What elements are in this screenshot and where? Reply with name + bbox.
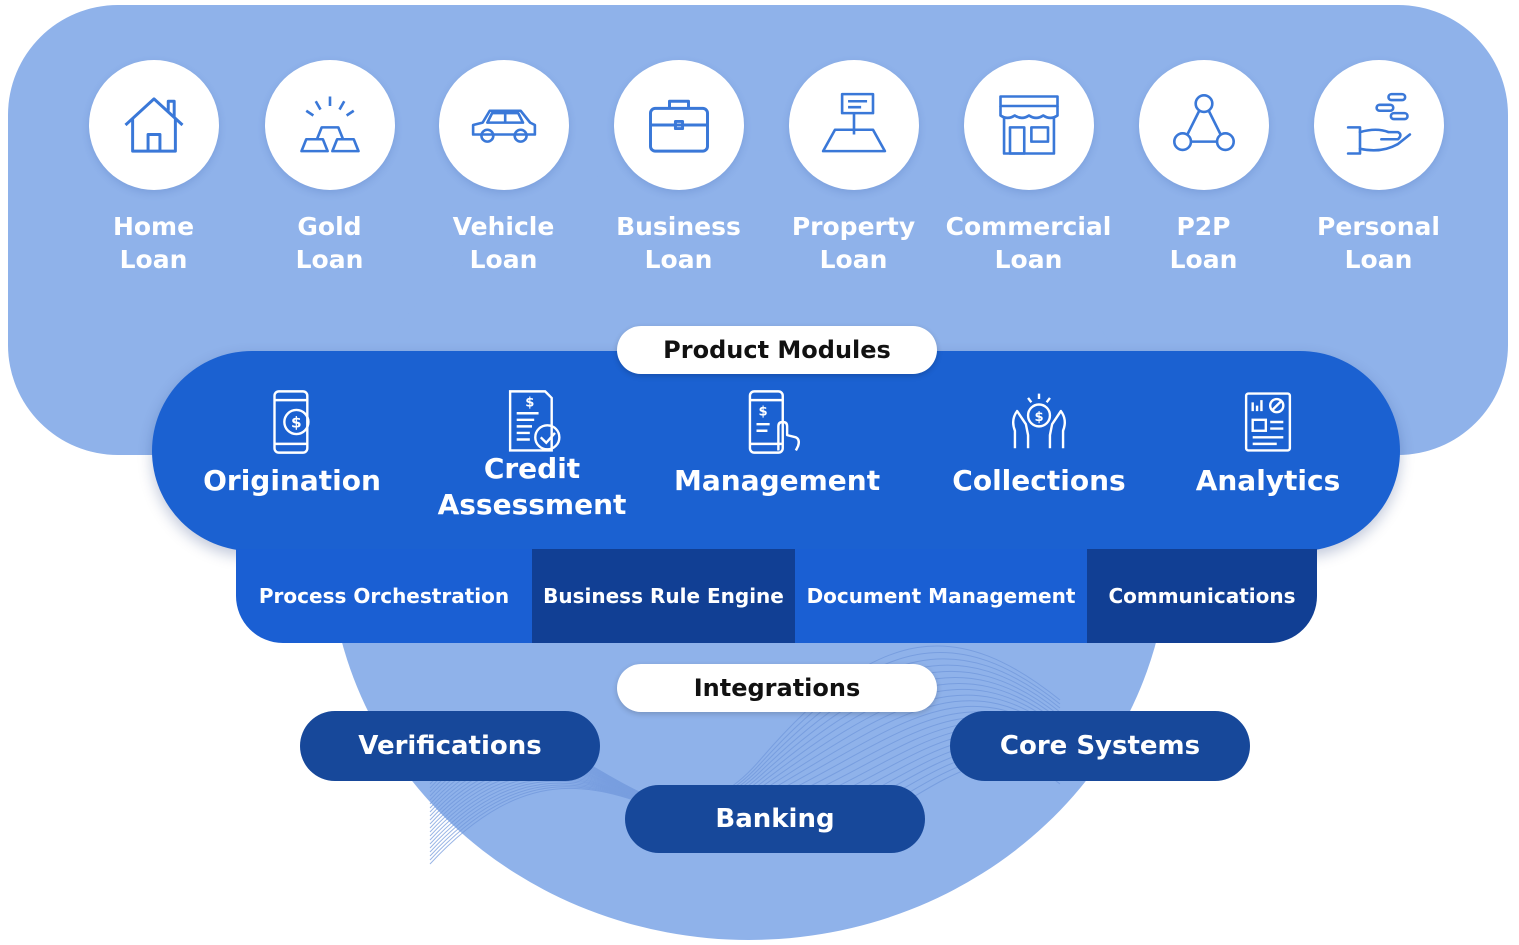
- loan-circle: [438, 60, 569, 190]
- integration-core-systems[interactable]: Core Systems: [950, 711, 1250, 781]
- loan-circle: [1313, 60, 1444, 190]
- module-label: Origination: [203, 464, 381, 497]
- loan-circle: [963, 60, 1094, 190]
- land-plot-icon: [821, 92, 886, 153]
- module-analytics[interactable]: Analytics: [1168, 387, 1368, 499]
- integrations-title: Integrations: [617, 664, 937, 712]
- loan-circle: [88, 60, 219, 190]
- loan-business[interactable]: Business Loan: [591, 60, 766, 276]
- hand-money-icon: [1346, 92, 1411, 155]
- svg-text:$: $: [291, 413, 302, 431]
- product-modules-title: Product Modules: [617, 326, 937, 374]
- network-people-icon: [1172, 94, 1235, 152]
- service-document-management[interactable]: Document Management: [795, 549, 1087, 643]
- loan-circle: [264, 60, 395, 190]
- hands-coin-icon: $: [1011, 393, 1067, 449]
- svg-text:$: $: [525, 396, 534, 411]
- module-label: Credit Assessment: [437, 452, 627, 521]
- module-label: Management: [674, 464, 881, 497]
- module-label: Collections: [952, 464, 1126, 497]
- loan-vehicle[interactable]: Vehicle Loan: [416, 60, 591, 276]
- loan-label: P2P Loan: [1169, 212, 1238, 274]
- product-modules-band: $ Origination $ Credit Assessment $ Mana…: [152, 351, 1400, 551]
- loan-commercial[interactable]: Commercial Loan: [941, 60, 1116, 276]
- svg-text:$: $: [759, 404, 768, 419]
- service-communications[interactable]: Communications: [1087, 549, 1317, 643]
- loan-label: Personal Loan: [1317, 212, 1440, 274]
- phone-touch-icon: $: [748, 390, 800, 454]
- loan-label: Vehicle Loan: [452, 212, 555, 274]
- house-icon: [123, 97, 184, 153]
- integration-verifications[interactable]: Verifications: [300, 711, 600, 781]
- document-check-icon: $: [508, 390, 561, 452]
- loan-label: Business Loan: [616, 212, 741, 274]
- module-origination[interactable]: $ Origination: [192, 387, 392, 499]
- service-process-orchestration[interactable]: Process Orchestration: [236, 549, 532, 643]
- loan-property[interactable]: Property Loan: [766, 60, 941, 276]
- loan-home[interactable]: Home Loan: [66, 60, 241, 276]
- loan-circle: [1138, 60, 1269, 190]
- storefront-icon: [998, 95, 1059, 155]
- loan-circle: [613, 60, 744, 190]
- loan-label: Property Loan: [791, 212, 916, 274]
- module-collections[interactable]: $ Collections: [939, 387, 1139, 499]
- module-label: Analytics: [1195, 464, 1341, 497]
- platform-services-strip: Process Orchestration Business Rule Engi…: [236, 549, 1317, 643]
- module-management[interactable]: $ Management: [674, 387, 881, 499]
- loan-label: Commercial Loan: [945, 212, 1112, 274]
- service-business-rule-engine[interactable]: Business Rule Engine: [532, 549, 795, 643]
- loan-circle: [788, 60, 919, 190]
- loan-p2p[interactable]: P2P Loan: [1116, 60, 1291, 276]
- briefcase-icon: [648, 99, 709, 153]
- phone-dollar-icon: $: [273, 390, 310, 454]
- svg-text:$: $: [1034, 410, 1043, 425]
- loan-label: Home Loan: [112, 212, 195, 274]
- integration-banking[interactable]: Banking: [625, 785, 925, 853]
- car-icon: [471, 109, 536, 143]
- gold-bars-icon: [299, 96, 360, 153]
- report-chart-icon: [1244, 392, 1292, 452]
- loan-gold[interactable]: Gold Loan: [242, 60, 417, 276]
- loan-label: Gold Loan: [295, 212, 364, 274]
- loan-personal[interactable]: Personal Loan: [1291, 60, 1466, 276]
- module-credit-assessment[interactable]: $ Credit Assessment: [432, 387, 632, 523]
